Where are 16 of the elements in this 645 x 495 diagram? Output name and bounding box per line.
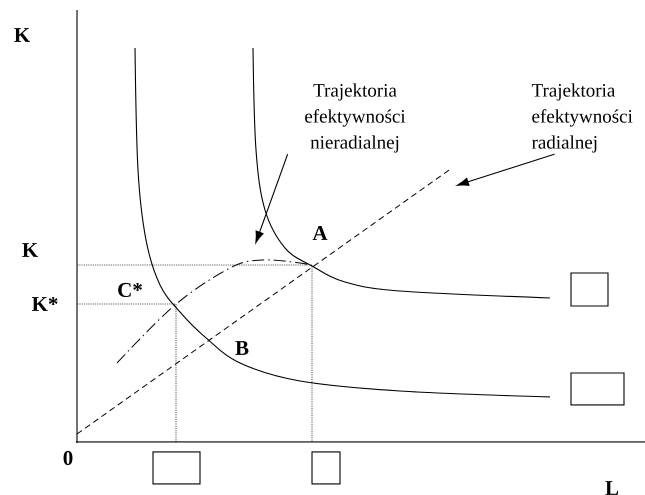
empty-box: [152, 451, 201, 485]
axis-label: B: [235, 341, 248, 355]
axis-label: K*: [32, 297, 58, 311]
annotation-text: Trajektoria efektywności radialnej: [532, 83, 632, 153]
empty-box: [570, 272, 609, 307]
axis-label: K: [22, 243, 38, 257]
axis-label: C*: [118, 282, 142, 298]
axis-label: K: [14, 28, 30, 42]
leader-arrow: [456, 154, 555, 186]
annotation-text: Trajektoria efektywności nieradialnej: [305, 83, 406, 153]
empty-box: [570, 372, 625, 406]
axis-label: L: [605, 481, 618, 495]
axis-label: A: [312, 226, 328, 240]
leader-arrow: [255, 154, 288, 244]
axis-label: 0: [64, 450, 72, 466]
empty-box: [311, 451, 341, 485]
